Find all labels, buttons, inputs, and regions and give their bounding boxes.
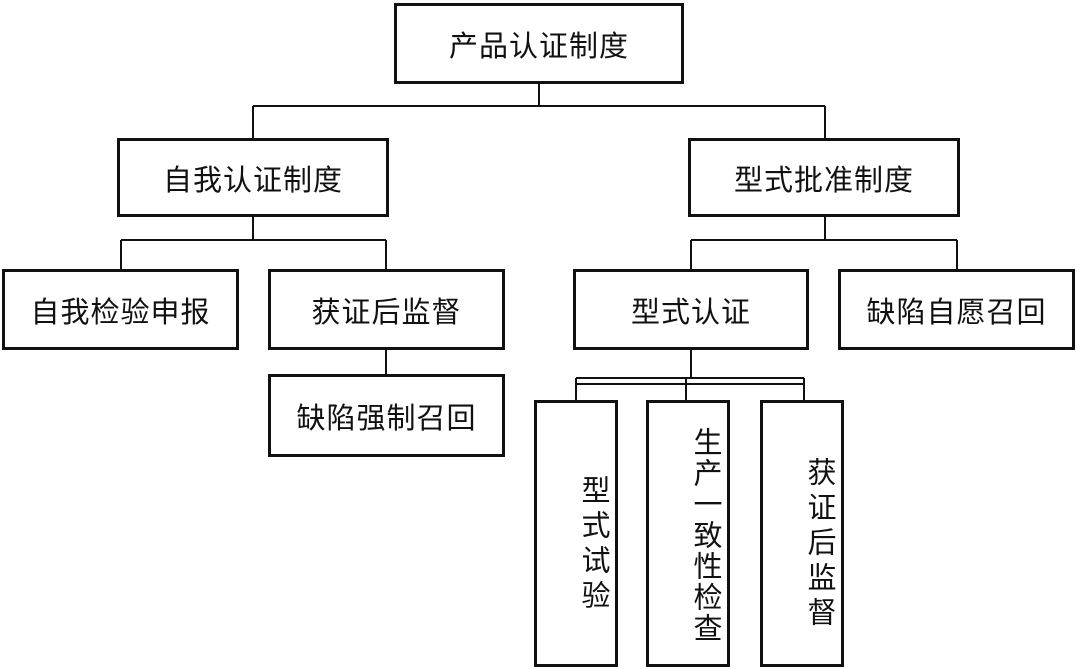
voluntary-recall-label: 缺陷自愿召回 [866,294,1047,329]
self-cert-label: 自我认证制度 [162,162,343,197]
post-cert-supervision-label: 获证后监督 [803,457,837,632]
post-cert-supervision-box: 获证后监督 [760,400,844,667]
self-check-label: 自我检验申报 [30,294,211,329]
type-approval-label: 型式批准制度 [733,162,914,197]
type-cert-label: 型式认证 [630,294,751,329]
self-cert-box: 自我认证制度 [117,138,389,217]
forced-recall-label: 缺陷强制召回 [296,400,477,435]
voluntary-recall-box: 缺陷自愿召回 [838,269,1075,350]
type-cert-box: 型式认证 [573,269,809,350]
type-test-label: 型式试验 [577,474,611,615]
forced-recall-box: 缺陷强制召回 [268,374,505,457]
root-label: 产品认证制度 [448,28,629,63]
type-test-box: 型式试验 [534,400,618,667]
post-cert-label: 获证后监督 [311,294,462,329]
type-approval-box: 型式批准制度 [688,138,960,217]
cop-check-label: 生产一致性检查 [689,427,723,644]
post-cert-box: 获证后监督 [268,269,505,350]
root-box: 产品认证制度 [394,3,684,84]
self-check-box: 自我检验申报 [2,269,239,350]
cop-check-box: 生产一致性检查 [646,400,730,667]
